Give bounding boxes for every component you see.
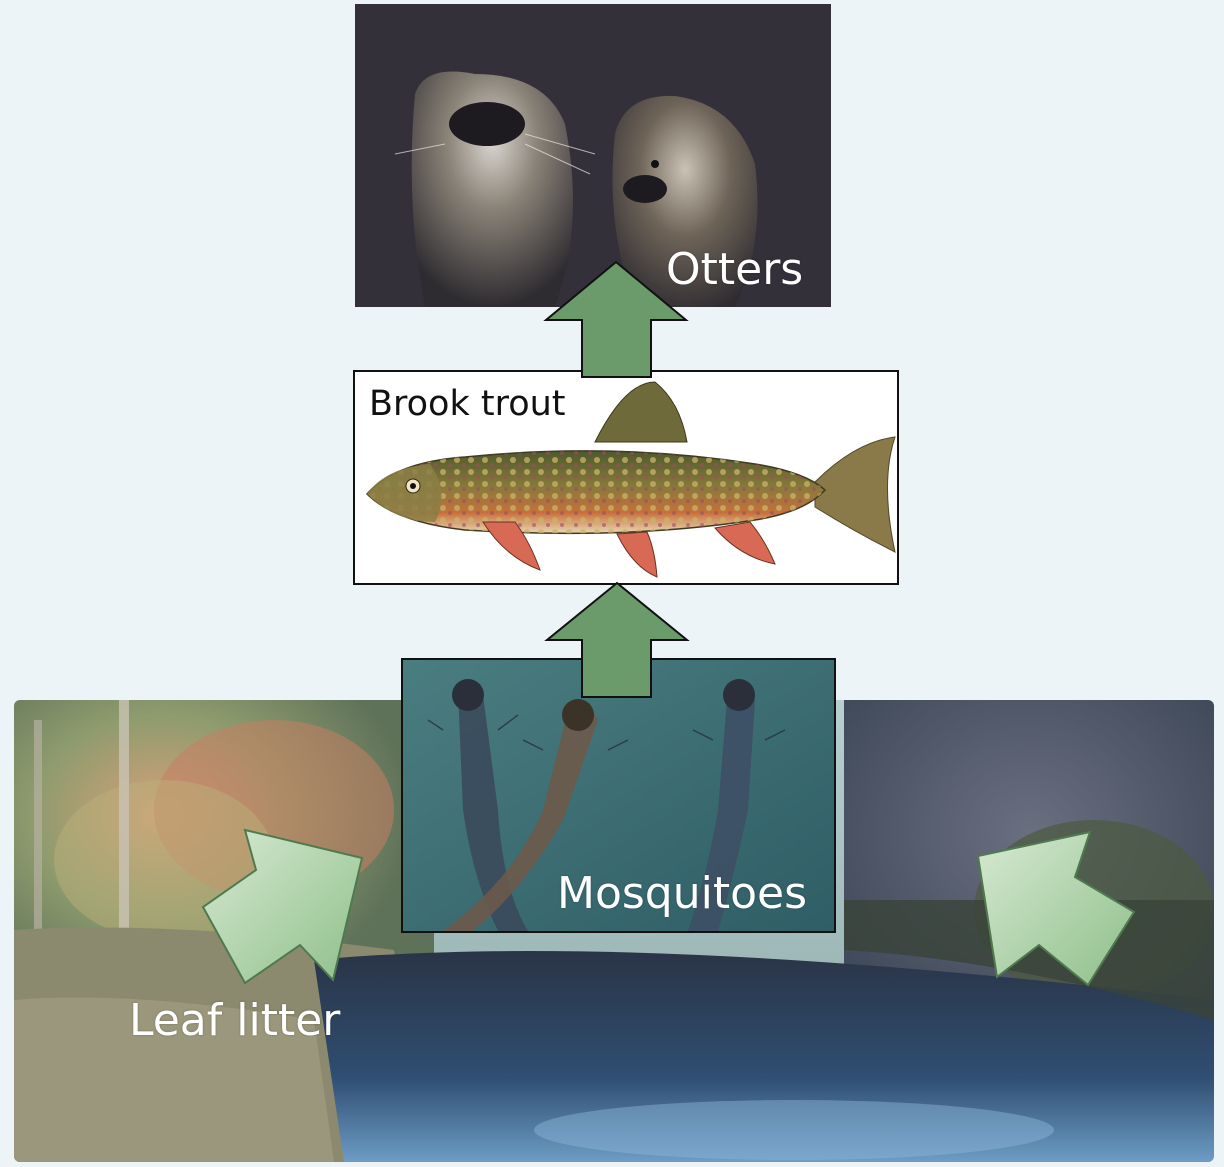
otters-label: Otters bbox=[666, 248, 803, 292]
leaf-litter-label: Leaf litter bbox=[129, 999, 340, 1043]
brook-trout-label: Brook trout bbox=[369, 387, 566, 422]
mosquitoes-label: Mosquitoes bbox=[557, 872, 807, 916]
